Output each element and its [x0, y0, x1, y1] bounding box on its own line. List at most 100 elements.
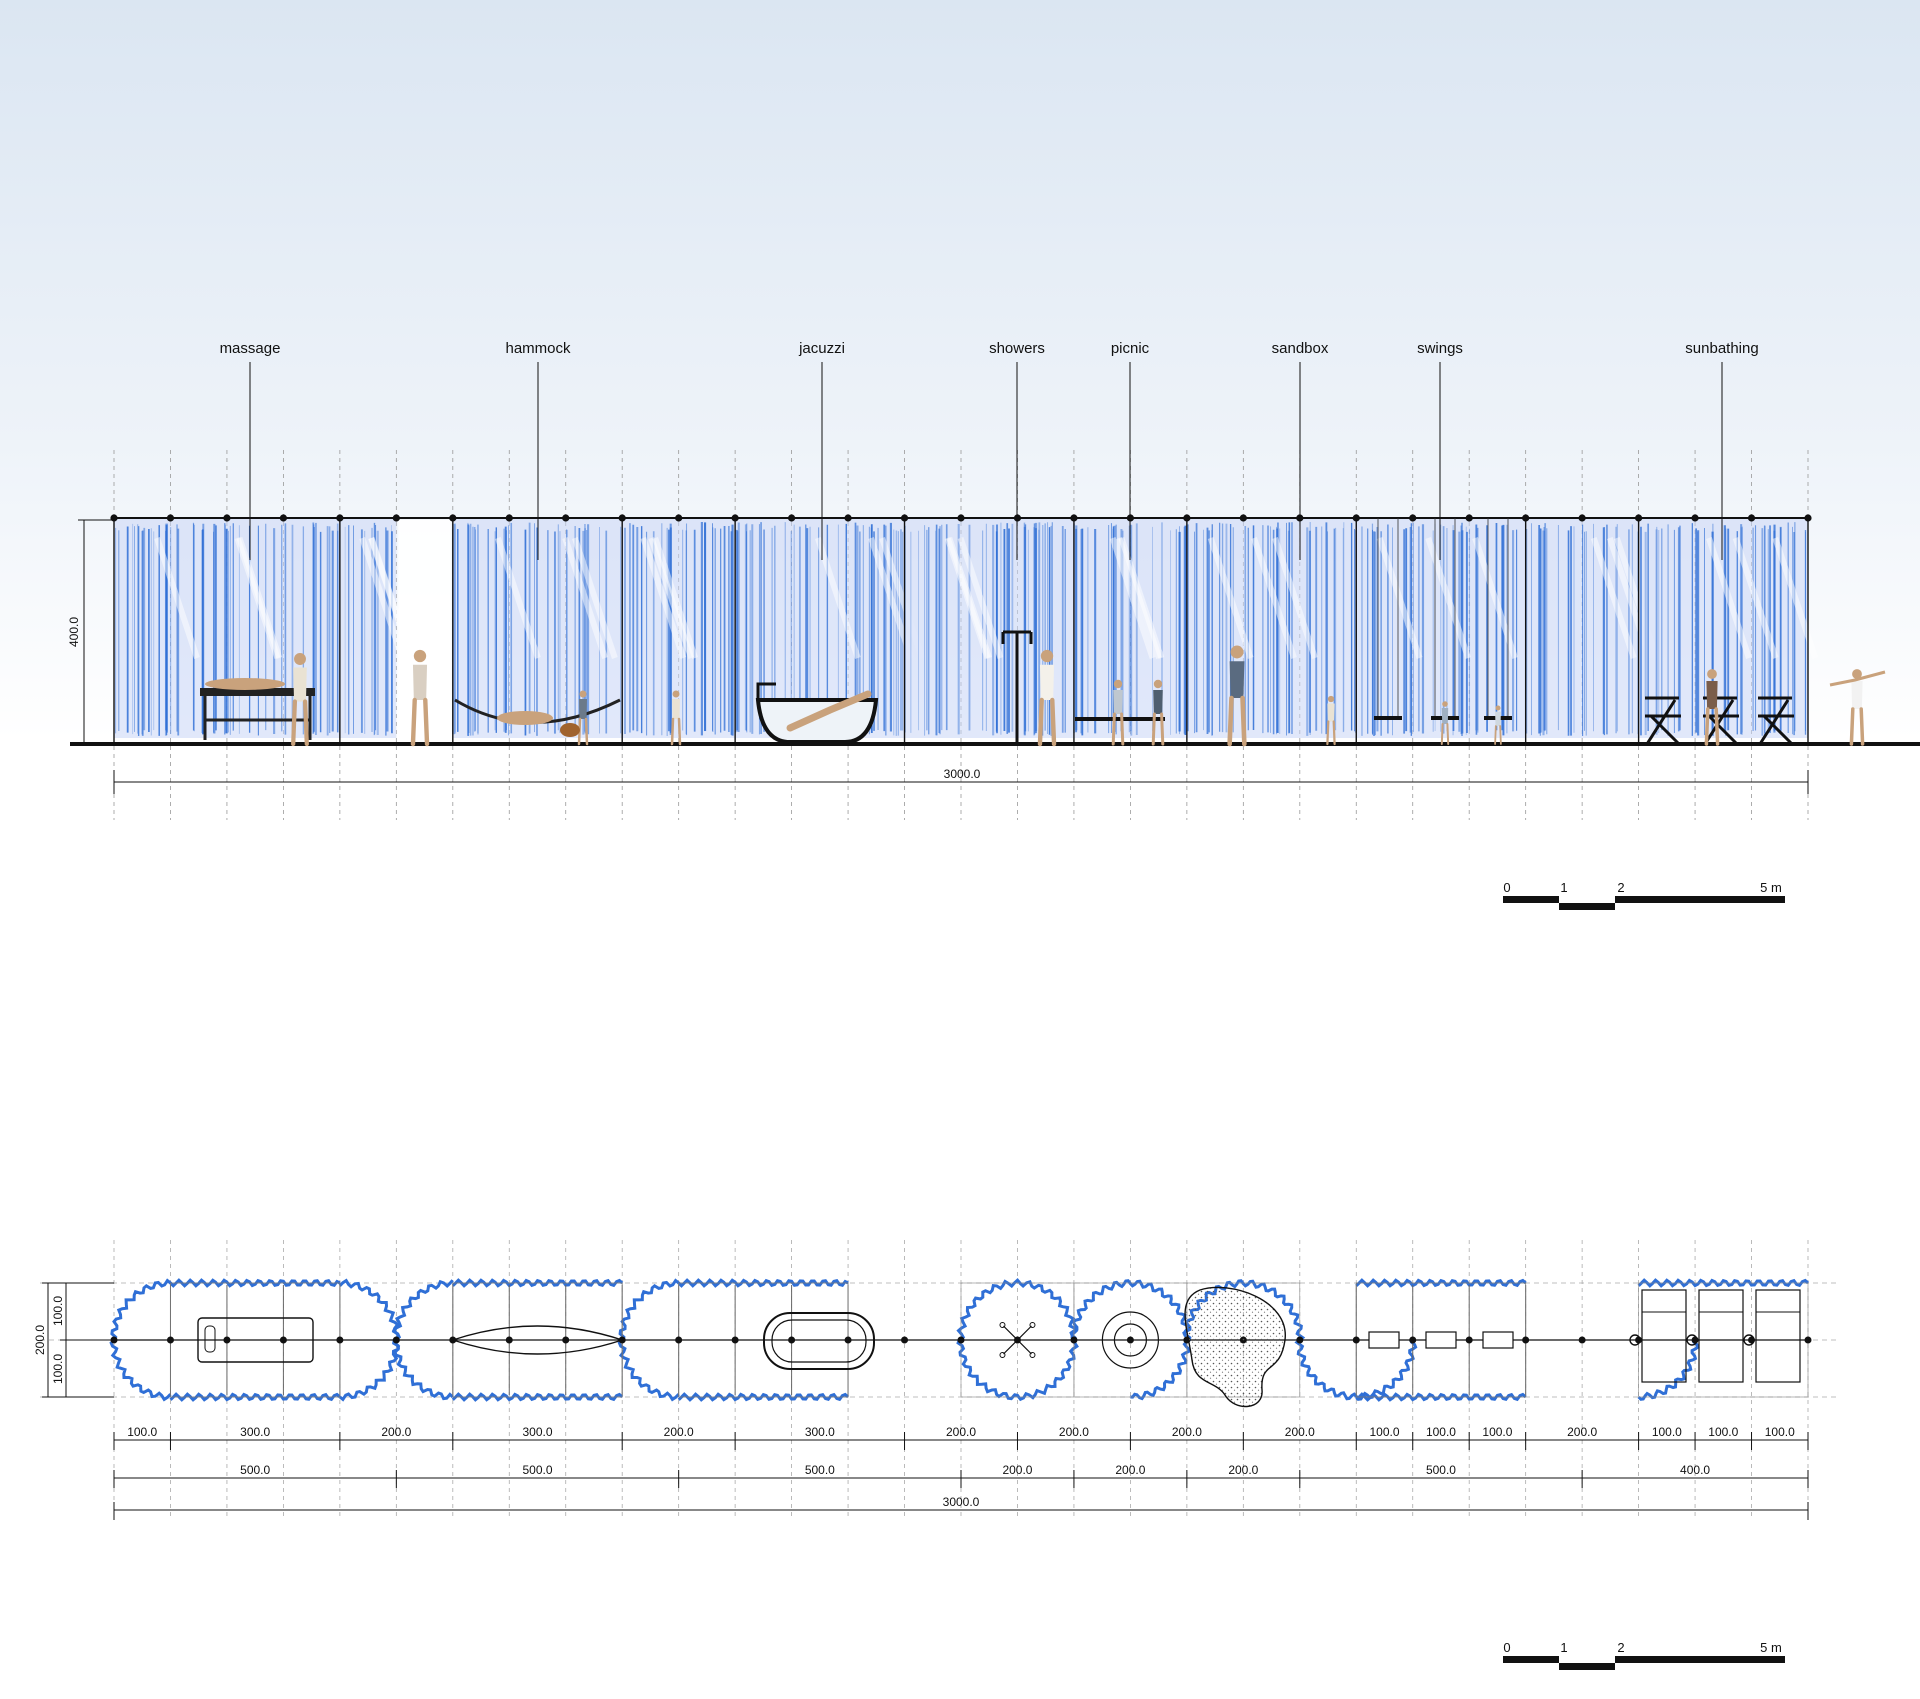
figure-torso — [579, 699, 587, 719]
row1-label: 300.0 — [522, 1425, 552, 1439]
figure-torso — [293, 667, 307, 702]
plan-curtain — [169, 1392, 341, 1402]
plan-node — [731, 1336, 739, 1344]
deck-chair — [1758, 696, 1794, 746]
beam-node — [788, 514, 796, 522]
beam-node — [1635, 514, 1643, 522]
plan-curtain — [391, 1279, 454, 1401]
standing-woman-figure — [410, 649, 430, 747]
plan-curtain — [1355, 1278, 1527, 1288]
figure-head — [1153, 679, 1163, 689]
plan-shower-head — [1029, 1352, 1036, 1358]
curtain-highlight — [562, 537, 608, 659]
plan-node — [901, 1336, 909, 1344]
beam-node — [844, 514, 852, 522]
beam-node — [1352, 514, 1360, 522]
curtain-highlight — [495, 537, 541, 659]
plan-node — [1296, 1336, 1304, 1344]
plan-node — [562, 1336, 570, 1344]
plan-node — [1409, 1336, 1417, 1344]
beam-node — [731, 514, 739, 522]
beam-node — [1239, 514, 1247, 522]
curtain-highlight — [236, 537, 283, 659]
plan-curtain — [451, 1392, 624, 1402]
plan-node — [1465, 1336, 1473, 1344]
beam-node — [1522, 514, 1530, 522]
figure-torso — [1153, 690, 1163, 714]
figure-legs — [1494, 725, 1502, 745]
plan-node — [1126, 1336, 1134, 1344]
plan-side-total: 200.0 — [33, 1325, 47, 1355]
beam-node — [449, 514, 457, 522]
swing-rope — [1487, 518, 1509, 716]
plan-curtain — [1355, 1392, 1527, 1402]
swing-child-1 — [1440, 701, 1450, 745]
row1-label: 100.0 — [1482, 1425, 1512, 1439]
beam-node — [618, 514, 626, 522]
plan-shower-cross — [1003, 1325, 1032, 1355]
row1-label: 200.0 — [946, 1425, 976, 1439]
row1-label: 200.0 — [381, 1425, 411, 1439]
plan-picnic-table-outer — [1101, 1311, 1160, 1369]
row1-label: 200.0 — [1285, 1425, 1315, 1439]
scale-tick-2: 2 — [1617, 880, 1624, 895]
row2-label: 500.0 — [805, 1463, 835, 1477]
swing-child-2 — [1494, 705, 1502, 745]
deck-chair — [1645, 696, 1681, 746]
beam-node — [957, 514, 965, 522]
zone-label-sandbox: sandbox — [1272, 340, 1329, 357]
plan-sandbox — [1184, 1286, 1286, 1408]
shower-fixture — [1001, 630, 1033, 744]
plan-shower-head — [999, 1352, 1006, 1358]
curtain-highlight — [359, 537, 406, 659]
bathtub — [755, 698, 879, 744]
figure-legs — [410, 697, 430, 747]
curtain-highlight — [1472, 537, 1518, 659]
scale2-tick-2: 2 — [1617, 1640, 1624, 1655]
elevation-frame — [70, 514, 1920, 746]
curtain-highlight — [1590, 537, 1637, 659]
figure-head — [579, 690, 587, 698]
figure-legs — [1326, 720, 1336, 746]
curtain-highlight — [652, 537, 699, 659]
row2-label: 200.0 — [1002, 1463, 1032, 1477]
scale-bar-plan: 0 1 2 5 m — [1503, 1640, 1785, 1670]
figure-legs — [1849, 707, 1865, 746]
beam-node — [1070, 514, 1078, 522]
row1-label: 300.0 — [240, 1425, 270, 1439]
figure-head — [1442, 701, 1448, 707]
zone-label-sunbathing: sunbathing — [1685, 340, 1758, 357]
figure-legs — [1151, 712, 1165, 746]
plan-node — [675, 1336, 683, 1344]
meditating-figure — [670, 690, 682, 746]
elevation-figures — [200, 518, 1886, 747]
curtain-highlight — [1376, 537, 1423, 659]
standing-man-figure — [1227, 645, 1247, 747]
beam-node — [900, 514, 909, 522]
plan-jacuzzi-inner — [771, 1319, 867, 1363]
plan-node — [166, 1336, 174, 1344]
figure-torso — [1706, 681, 1718, 709]
plan-curtain — [1637, 1278, 1809, 1288]
beam-node — [1747, 514, 1756, 522]
curtain-highlight — [640, 537, 687, 659]
curtain-highlight — [1706, 537, 1752, 659]
curtain-highlight — [572, 537, 618, 659]
beam-node — [1578, 514, 1586, 522]
figure-torso — [412, 664, 428, 700]
plan-node — [1522, 1336, 1530, 1344]
plan-side-dimension: 200.0 100.0 100.0 — [33, 1282, 114, 1398]
row2-label: 200.0 — [1228, 1463, 1258, 1477]
scale-bar-elevation: 0 1 2 5 m — [1503, 880, 1785, 910]
plan-sunbed — [1698, 1289, 1744, 1383]
plan-node — [788, 1336, 796, 1344]
figure-legs — [1704, 707, 1720, 746]
plan-node — [1352, 1336, 1360, 1344]
elevation-height-label: 400.0 — [67, 617, 81, 647]
beam-node — [336, 514, 344, 522]
figure-torso — [1039, 664, 1055, 700]
figure-legs — [291, 699, 309, 747]
beam-node — [110, 514, 118, 522]
